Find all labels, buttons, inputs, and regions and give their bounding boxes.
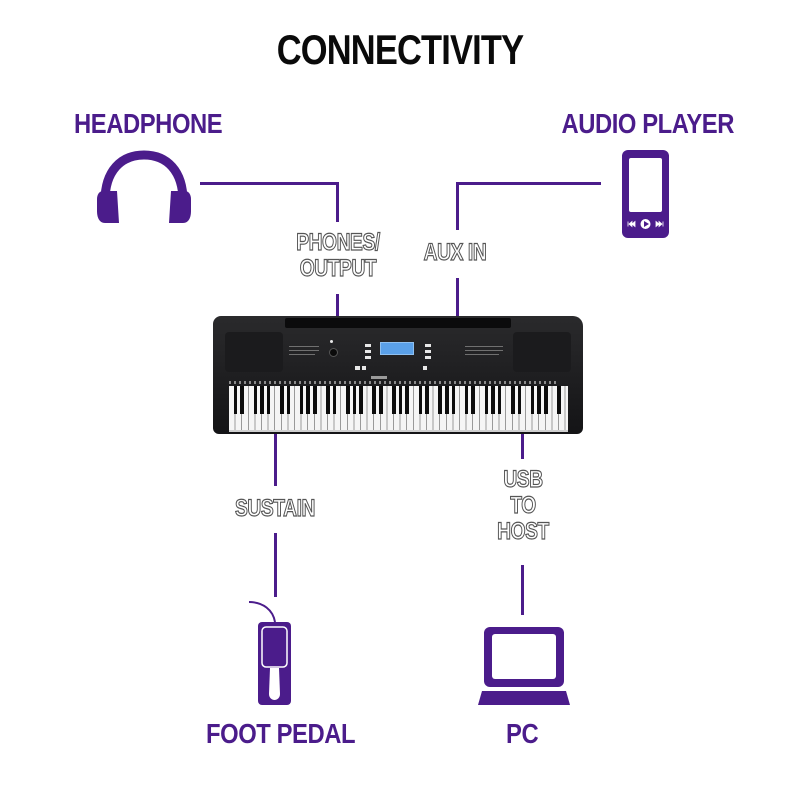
black-key — [451, 386, 456, 414]
headphone-connector-vertical-upper — [336, 182, 339, 222]
black-key — [537, 386, 541, 414]
black-key — [352, 386, 357, 414]
audio-connector-horizontal — [456, 182, 601, 185]
black-key — [240, 386, 244, 414]
dial-knob — [329, 348, 338, 357]
black-key — [253, 386, 258, 414]
black-key — [286, 386, 291, 414]
black-key — [260, 386, 264, 414]
black-key — [332, 386, 337, 414]
black-key — [372, 386, 376, 414]
black-key — [359, 386, 363, 414]
black-key — [313, 386, 317, 414]
black-key — [233, 386, 238, 414]
audio-connector-vertical-lower — [456, 278, 459, 318]
black-key — [517, 386, 522, 414]
black-key — [511, 386, 515, 414]
sustain-pedal-icon — [248, 601, 291, 705]
black-key — [418, 386, 423, 414]
black-key — [280, 386, 284, 414]
black-key — [438, 386, 442, 414]
black-key — [491, 386, 495, 414]
black-key — [266, 386, 271, 414]
foot-pedal-label: FOOT PEDAL — [206, 718, 356, 749]
black-key — [497, 386, 502, 414]
black-key — [398, 386, 403, 414]
black-key — [464, 386, 469, 414]
audio-connector-vertical-upper — [456, 182, 459, 230]
headphone-connector-horizontal — [200, 182, 339, 185]
sustain-port-label: SUSTAIN — [234, 495, 316, 522]
media-player-icon — [622, 150, 669, 238]
right-speaker — [513, 332, 571, 372]
aux-in-port-label: AUX IN — [423, 239, 487, 266]
black-key — [306, 386, 310, 414]
headphones-icon — [97, 150, 191, 223]
music-rest — [285, 318, 511, 328]
black-key — [299, 386, 304, 414]
black-key — [346, 386, 350, 414]
usb-to-host-port-label: USB TO HOST — [497, 466, 550, 545]
phones-output-port-label: PHONES/ OUTPUT — [296, 229, 381, 282]
black-key — [405, 386, 409, 414]
black-key — [557, 386, 561, 414]
black-key — [379, 386, 383, 414]
keyboard-image — [213, 316, 583, 434]
usb-connector-vertical-upper — [521, 434, 524, 459]
piano-keys — [229, 386, 568, 432]
headphone-connector-vertical-lower — [336, 294, 339, 318]
headphone-label: HEADPHONE — [74, 108, 223, 139]
pc-label: PC — [506, 718, 539, 749]
black-key — [392, 386, 396, 414]
laptop-icon — [478, 627, 570, 705]
sustain-connector-vertical-upper — [274, 434, 277, 486]
black-key — [484, 386, 489, 414]
diagram-title: CONNECTIVITY — [276, 26, 524, 73]
control-panel — [285, 332, 511, 376]
left-speaker — [225, 332, 283, 372]
black-key — [425, 386, 429, 414]
black-key — [530, 386, 535, 414]
black-key — [471, 386, 475, 414]
black-key — [326, 386, 330, 414]
sustain-connector-vertical-lower — [274, 533, 277, 597]
lcd-display — [380, 342, 414, 355]
brand-logo — [371, 376, 387, 379]
key-indicator-dots — [229, 381, 559, 384]
black-key — [445, 386, 449, 414]
black-key — [544, 386, 548, 414]
usb-connector-vertical-lower — [521, 565, 524, 615]
audio-player-label: AUDIO PLAYER — [561, 108, 734, 139]
